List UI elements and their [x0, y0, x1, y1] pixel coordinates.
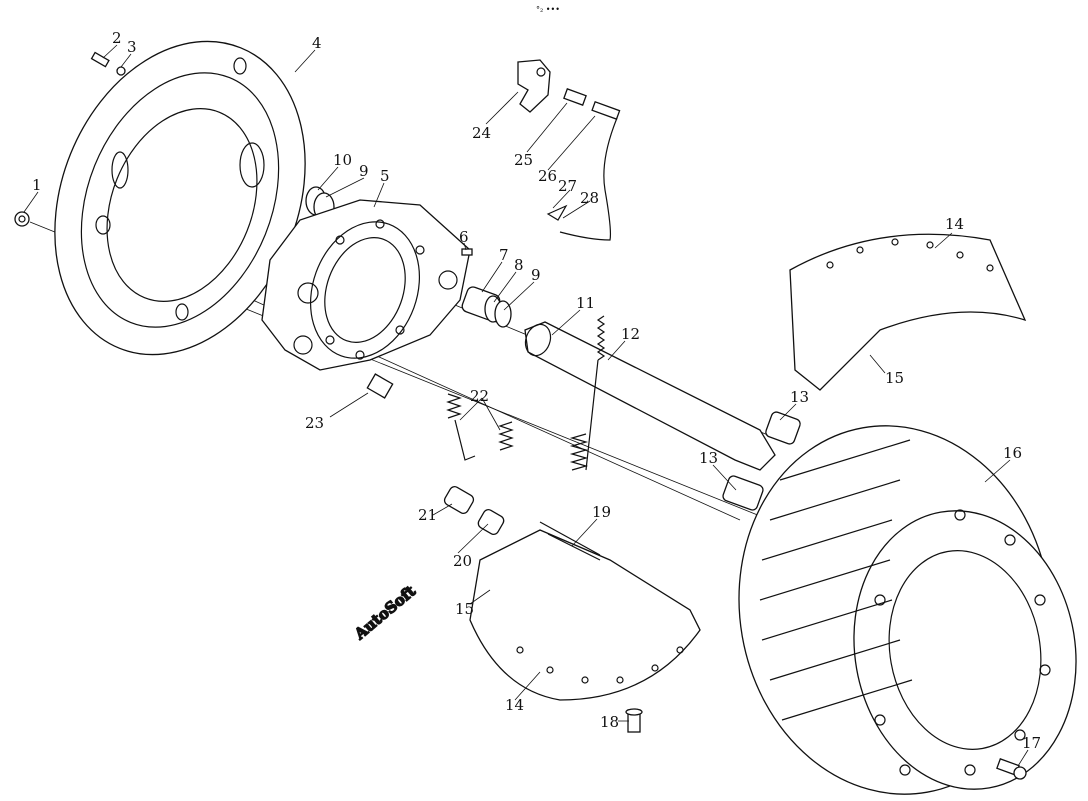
watermark: AutoSoft: [350, 581, 420, 644]
roller-part-20: [443, 486, 505, 535]
callout-17: 17: [1022, 734, 1041, 752]
callout-11: 11: [576, 294, 595, 312]
callout-5: 5: [380, 167, 390, 185]
callout-21: 21: [418, 506, 437, 524]
bolt-part-17: [996, 758, 1027, 780]
callout-18: 18: [600, 713, 619, 731]
camshaft: [524, 321, 776, 471]
bolt-part-1: [14, 211, 30, 227]
callout-24: 24: [472, 124, 491, 142]
leader-lines: [23, 44, 1029, 767]
anchor-pins: [539, 521, 601, 561]
callout-7: 7: [499, 246, 509, 264]
callout-16: 16: [1003, 444, 1022, 462]
brake-shoe-lower: [469, 529, 701, 701]
brake-spider-housing: [261, 199, 471, 371]
bracket-part-24: [517, 59, 621, 241]
callout-23: 23: [305, 414, 324, 432]
callout-13-lower: 13: [699, 449, 718, 467]
callout-19: 19: [592, 503, 611, 521]
cam-bushings: [722, 411, 801, 511]
callout-28: 28: [580, 189, 599, 207]
brake-shoe-upper: [789, 233, 1027, 391]
return-springs: [446, 315, 606, 471]
screw-part-2: [90, 51, 126, 76]
bolt-part-23: [366, 373, 394, 399]
callout-15-upper: 15: [885, 369, 904, 387]
header-mark: °₂ •••: [536, 5, 560, 14]
callout-14-lower: 14: [505, 696, 524, 714]
callout-26: 26: [538, 167, 557, 185]
callout-8: 8: [514, 256, 524, 274]
rivet-part-18: [625, 708, 643, 733]
callout-9-upper: 9: [359, 162, 369, 180]
callout-27: 27: [558, 177, 577, 195]
callout-13-upper: 13: [790, 388, 809, 406]
callout-4: 4: [312, 34, 322, 52]
callout-2: 2: [112, 29, 122, 47]
callout-22: 22: [470, 387, 489, 405]
callout-12: 12: [621, 325, 640, 343]
callout-9-lower: 9: [531, 266, 541, 284]
callout-20: 20: [453, 552, 472, 570]
callouts: 1 2 3 4 5 6 7 8 9 9 10 11 12 13 13 14 14…: [32, 29, 1041, 752]
callout-1: 1: [32, 176, 42, 194]
callout-6: 6: [459, 228, 469, 246]
brake-drum: [738, 425, 1077, 795]
screw-part-6: [461, 248, 473, 256]
watermark-text: AutoSoft: [350, 582, 419, 644]
callout-25: 25: [514, 151, 533, 169]
callout-10: 10: [333, 151, 352, 169]
callout-3: 3: [127, 38, 137, 56]
callout-15-lower: 15: [455, 600, 474, 618]
callout-14-upper: 14: [945, 215, 964, 233]
bushing-part-7: [461, 286, 512, 328]
